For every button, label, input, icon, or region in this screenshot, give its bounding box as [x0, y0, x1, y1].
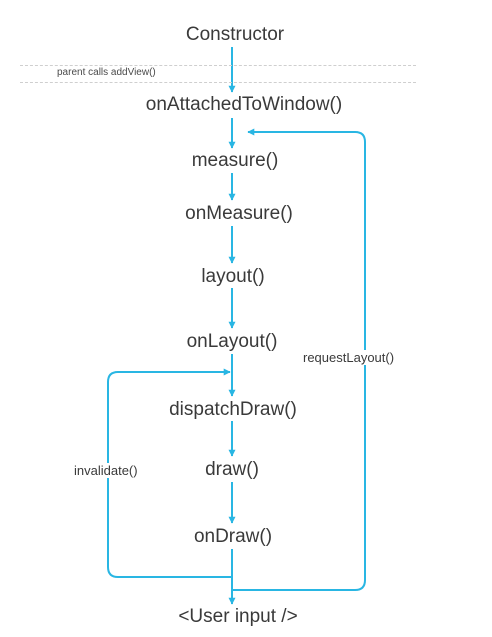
node-dispatch-draw: dispatchDraw()	[169, 399, 297, 420]
divider-bottom	[20, 82, 416, 83]
node-constructor: Constructor	[185, 24, 285, 45]
divider-top	[20, 65, 416, 66]
request-layout-label: requestLayout()	[301, 350, 397, 365]
node-on-draw: onDraw()	[193, 526, 273, 547]
node-measure: measure()	[191, 150, 279, 171]
request-layout-loop	[231, 128, 366, 604]
node-on-layout: onLayout()	[186, 331, 278, 352]
parent-calls-addview-note: parent calls addView()	[57, 67, 156, 78]
node-user-input: <User input />	[178, 606, 298, 627]
node-draw: draw()	[205, 459, 259, 480]
node-layout: layout()	[201, 266, 265, 287]
invalidate-loop	[107, 368, 233, 590]
invalidate-label: invalidate()	[72, 463, 140, 478]
node-on-attached-to-window: onAttachedToWindow()	[145, 94, 343, 115]
node-on-measure: onMeasure()	[185, 203, 293, 224]
